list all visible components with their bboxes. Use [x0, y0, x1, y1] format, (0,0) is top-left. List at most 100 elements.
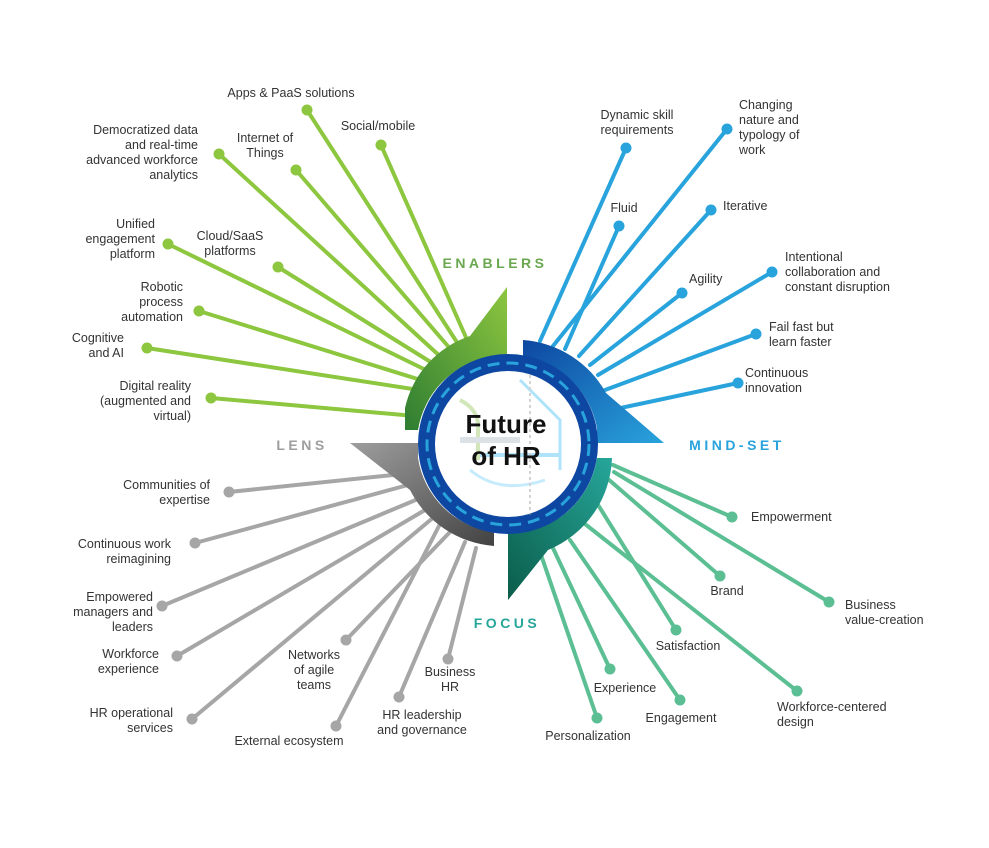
- lens-spoke-label-line: Communities of: [123, 478, 210, 492]
- enablers-spoke-dot: [272, 261, 284, 273]
- focus-spoke-label-line: Brand: [710, 584, 743, 598]
- enablers-spoke-line: [166, 242, 432, 374]
- lens-spoke-line: [334, 522, 442, 728]
- mindset-spoke-label-line: learn faster: [769, 335, 832, 349]
- lens-spoke-label-line: reimagining: [106, 552, 171, 566]
- focus-spoke-line: [537, 547, 599, 720]
- enablers-arrow: [405, 287, 507, 430]
- enablers-spoke-label-line: Apps & PaaS solutions: [227, 86, 354, 100]
- enablers-spoke-label-line: (augmented and: [100, 394, 191, 408]
- enablers-spoke-dot: [375, 139, 387, 151]
- mindset-spoke-label: Agility: [689, 272, 723, 286]
- mindset-spoke-dot: [620, 142, 632, 154]
- lens-spoke-line: [397, 540, 467, 699]
- enablers-spoke-label-line: platform: [110, 247, 155, 261]
- focus-spoke-dot: [591, 712, 603, 724]
- lens-section-label: LENS: [276, 437, 327, 453]
- title-line-1: Future: [466, 409, 547, 439]
- center-dial: Future of HR: [418, 354, 598, 534]
- enablers-spoke-label-line: Robotic: [141, 280, 183, 294]
- lens-spoke-label-line: services: [127, 721, 173, 735]
- enablers-spoke-line: [209, 396, 417, 418]
- enablers-spoke-line: [145, 346, 421, 392]
- lens-spoke-label-line: HR: [441, 680, 459, 694]
- lens-spoke-label-line: of agile: [294, 663, 334, 677]
- enablers-spoke-dot: [141, 342, 153, 354]
- mindset-spoke-dot: [766, 266, 778, 278]
- mindset-spoke-dot: [732, 377, 744, 389]
- lens-spoke-label-line: and governance: [377, 723, 467, 737]
- focus-spoke-label-line: Personalization: [545, 729, 631, 743]
- mindset-spoke-label-line: Intentional: [785, 250, 843, 264]
- mindset-spoke-label-line: Fluid: [610, 201, 637, 215]
- enablers-spoke-dot: [205, 392, 217, 404]
- lens-spoke-dot: [393, 691, 405, 703]
- focus-spoke-line: [611, 463, 734, 519]
- focus-spoke-label-line: design: [777, 715, 814, 729]
- focus-spoke-label: Empowerment: [751, 510, 832, 524]
- focus-spoke-label-line: Business: [845, 598, 896, 612]
- lens-spoke-line: [227, 472, 405, 494]
- enablers-spoke-dot: [301, 104, 313, 116]
- lens-spoke-dot: [330, 720, 342, 732]
- enablers-spoke-label-line: platforms: [204, 244, 255, 258]
- focus-spoke-label-line: Empowerment: [751, 510, 832, 524]
- mindset-spoke-dot: [613, 220, 625, 232]
- enablers-spoke-label-line: and AI: [89, 346, 124, 360]
- mindset-spoke-dot: [676, 287, 688, 299]
- mindset-spoke-line: [563, 224, 621, 351]
- lens-spoke-label-line: leaders: [112, 620, 153, 634]
- mindset-spoke-line: [577, 208, 713, 358]
- enablers-spoke-line: [276, 265, 439, 368]
- mindset-spoke-label: Fluid: [610, 201, 637, 215]
- mindset-spoke-line: [609, 381, 740, 412]
- lens-spoke-dot: [223, 486, 235, 498]
- enablers-spoke-label-line: Digital reality: [119, 379, 191, 393]
- mindset-spoke-label-line: Continuous: [745, 366, 808, 380]
- enablers-spoke-label-line: Unified: [116, 217, 155, 231]
- focus-spoke-line: [612, 470, 831, 604]
- spoke-labels: Apps & PaaS solutionsSocial/mobileIntern…: [72, 86, 924, 748]
- enablers-spoke-line: [305, 108, 462, 349]
- mindset-spoke-label-line: Dynamic skill: [601, 108, 674, 122]
- lens-spoke-dot: [186, 713, 198, 725]
- enablers-spoke-dot: [193, 305, 205, 317]
- lens-spoke-label-line: External ecosystem: [234, 734, 343, 748]
- mindset-spoke-label-line: requirements: [601, 123, 674, 137]
- lens-spoke-line: [190, 515, 436, 721]
- enablers-spoke-label-line: process: [139, 295, 183, 309]
- lens-spoke-dot: [156, 600, 168, 612]
- enablers-section-label: ENABLERS: [442, 255, 547, 271]
- enablers-spoke-label-line: Democratized data: [93, 123, 198, 137]
- focus-spoke-label: Brand: [710, 584, 743, 598]
- focus-spoke-label-line: Engagement: [646, 711, 717, 725]
- enablers-spoke-label-line: automation: [121, 310, 183, 324]
- enablers-spoke-label: Social/mobile: [341, 119, 415, 133]
- lens-spoke-line: [175, 508, 427, 658]
- focus-spoke-label: Satisfaction: [656, 639, 721, 653]
- mindset-spoke-line: [588, 291, 684, 367]
- lens-spoke-label-line: teams: [297, 678, 331, 692]
- mindset-spoke-label-line: work: [738, 143, 766, 157]
- mindset-arrow: [523, 340, 664, 443]
- lens-spoke-dot: [171, 650, 183, 662]
- lens-spoke-label-line: Workforce: [102, 647, 159, 661]
- focus-spoke-dot: [823, 596, 835, 608]
- mindset-spoke-label-line: Changing: [739, 98, 793, 112]
- focus-spoke-dot: [674, 694, 686, 706]
- enablers-spoke-dot: [290, 164, 302, 176]
- mindset-spoke-label-line: innovation: [745, 381, 802, 395]
